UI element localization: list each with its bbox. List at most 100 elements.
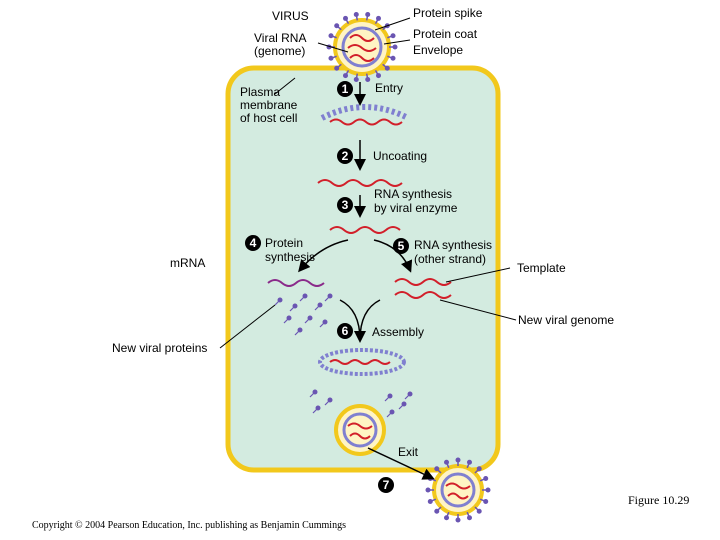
label-new-viral-proteins: New viral proteins <box>112 341 207 355</box>
step-7-badge: 7 <box>378 477 394 493</box>
protein-spike-head <box>434 508 440 514</box>
leader-template <box>445 267 511 283</box>
protein-spike-head <box>353 76 359 82</box>
protein-spike-head <box>328 55 334 61</box>
step4-text-line1: Protein <box>265 236 303 250</box>
protein-spike-head <box>365 76 371 82</box>
viral-protein-dot <box>327 293 333 299</box>
protein-spike-head <box>427 498 433 504</box>
leader-viral-rna <box>317 42 349 53</box>
protein-spike-head <box>343 73 348 79</box>
protein-spike-head <box>425 487 431 493</box>
capsid-in-cytoplasm <box>320 104 410 126</box>
step5-text-line1: RNA synthesis <box>414 238 492 252</box>
step2-text: Uncoating <box>373 149 427 163</box>
step-4-number: 4 <box>250 236 257 250</box>
leader-new-viral-proteins <box>219 304 276 349</box>
viral-protein-dot <box>312 389 318 395</box>
protein-spike-head <box>376 15 381 21</box>
protein-spike-head <box>384 65 390 71</box>
protein-spike-head <box>444 515 450 521</box>
arrow-to-mrna <box>298 239 349 273</box>
assembled-capsid <box>318 348 406 376</box>
protein-spike-head <box>466 515 472 521</box>
protein-spike-head <box>455 457 461 463</box>
label-plasma-line2: membrane <box>240 98 298 112</box>
arrow-assembly-right <box>359 299 381 341</box>
step3-text-line1: RNA synthesis <box>374 187 452 201</box>
label-template: Template <box>517 261 566 275</box>
viral-protein-dot <box>315 405 321 411</box>
protein-spike-head <box>476 508 482 514</box>
step-2-number: 2 <box>342 149 349 163</box>
viral-protein-dot <box>389 409 395 415</box>
template-strand <box>394 278 452 286</box>
viral-protein-dot <box>327 397 333 403</box>
viral-protein-dot <box>292 303 298 309</box>
leader-plasma-membrane <box>274 77 296 95</box>
protein-spike-head <box>390 55 396 61</box>
protein-spike-head <box>455 517 461 523</box>
step3-text-line2: by viral enzyme <box>374 201 458 215</box>
protein-spike-head <box>483 498 489 504</box>
protein-spike-head <box>376 73 381 79</box>
label-viral-rna-line1: Viral RNA <box>254 31 306 45</box>
entering-virus <box>326 12 398 82</box>
step-3-badge: 3 <box>337 197 353 213</box>
viral-protein-dot <box>401 401 407 407</box>
label-mrna: mRNA <box>170 256 205 270</box>
copyright-text: Copyright © 2004 Pearson Education, Inc.… <box>32 520 346 531</box>
step1-text: Entry <box>375 81 403 95</box>
viral-protein-dot <box>307 315 313 321</box>
protein-spike-head <box>334 23 340 29</box>
viral-protein-dot <box>317 302 323 308</box>
complementary-rna <box>329 226 401 234</box>
exited-virus <box>425 457 491 523</box>
viral-protein-dot <box>297 327 303 333</box>
step-1-badge: 1 <box>337 81 353 97</box>
viral-protein-dot <box>286 315 292 321</box>
protein-spike-head <box>390 33 396 39</box>
step7-text: Exit <box>398 445 419 459</box>
viral-protein-dot <box>302 293 308 299</box>
step-4-badge: 4 <box>245 235 261 251</box>
protein-spike-head <box>434 466 440 472</box>
uncoated-rna <box>317 179 403 187</box>
viral-protein-dots <box>274 293 413 418</box>
protein-spike-head <box>444 459 450 465</box>
leader-new-viral-genome <box>439 299 517 321</box>
step-7-number: 7 <box>383 478 390 492</box>
step-1-number: 1 <box>342 82 349 96</box>
label-protein-spike: Protein spike <box>413 6 483 20</box>
step4-text-line2: synthesis <box>265 250 315 264</box>
protein-spike-head <box>483 476 489 482</box>
leader-protein-spike <box>374 17 411 31</box>
figure-number: Figure 10.29 <box>628 493 689 507</box>
protein-spike-head <box>343 15 348 21</box>
leader-protein-coat <box>383 39 411 45</box>
step-6-badge: 6 <box>337 323 353 339</box>
step-2-badge: 2 <box>337 148 353 164</box>
viral-protein-dot <box>387 393 393 399</box>
viral-protein-dot <box>407 391 413 397</box>
viral-protein-dot <box>322 319 328 325</box>
new-genome-strand <box>394 291 452 299</box>
protein-spike-head <box>466 459 472 465</box>
label-envelope: Envelope <box>413 43 463 57</box>
protein-spike-head <box>485 487 491 493</box>
label-plasma-line1: Plasma <box>240 85 280 99</box>
step5-text-line2: (other strand) <box>414 252 486 266</box>
protein-spike-head <box>476 466 482 472</box>
label-protein-coat: Protein coat <box>413 27 478 41</box>
protein-spike-head <box>353 12 359 18</box>
step6-text: Assembly <box>372 325 424 339</box>
step-6-number: 6 <box>342 324 349 338</box>
budding-virus <box>334 404 386 456</box>
label-virus: VIRUS <box>272 9 309 23</box>
mrna-strand <box>267 279 325 287</box>
protein-spike-head <box>392 44 398 50</box>
label-new-viral-genome: New viral genome <box>518 313 614 327</box>
viral-protein-dot <box>277 297 283 303</box>
label-plasma-line3: of host cell <box>240 111 297 125</box>
